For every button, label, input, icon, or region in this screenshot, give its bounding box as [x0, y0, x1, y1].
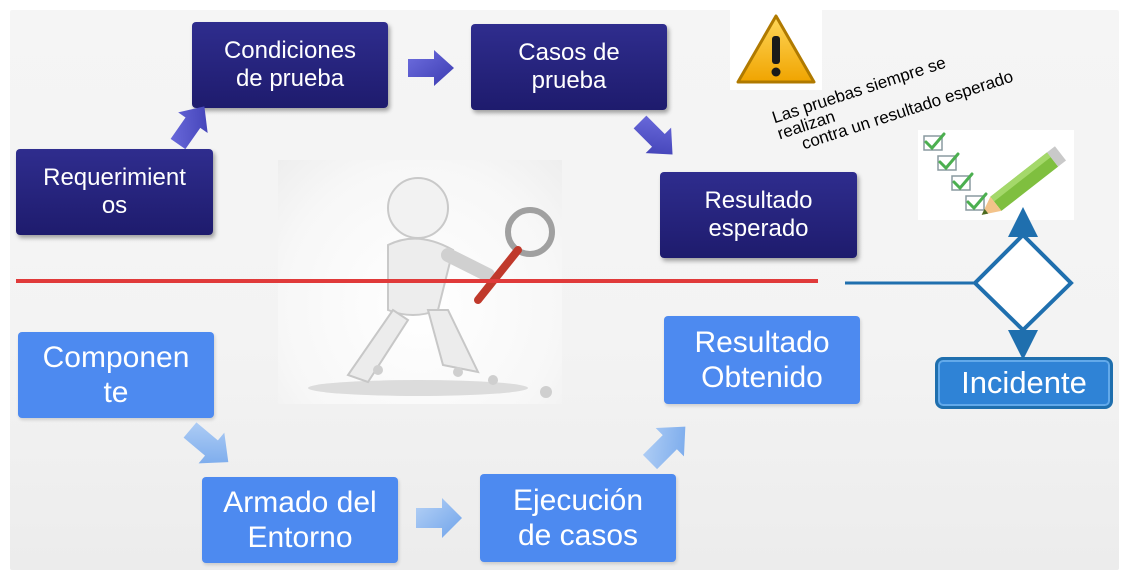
- box-condiciones-de-prueba: Condiciones de prueba: [192, 22, 388, 108]
- box-requerimientos: Requerimient os: [16, 149, 213, 235]
- box-casos-de-prueba: Casos de prueba: [471, 24, 667, 110]
- box-ejecucion-de-casos: Ejecución de casos: [480, 474, 676, 562]
- decision-diamond: [972, 232, 1074, 333]
- arrow-armado-to-ejecucion: [416, 498, 462, 538]
- arrow-componente-to-armado: [183, 422, 229, 464]
- box-resultado-obtenido: Resultado Obtenido: [664, 316, 860, 404]
- checklist-icon: [918, 130, 1074, 220]
- box-armado-del-entorno: Armado del Entorno: [202, 477, 398, 563]
- box-resultado-esperado: Resultado esperado: [660, 172, 857, 258]
- warning-icon: [730, 10, 822, 90]
- box-componente: Componen te: [18, 332, 214, 418]
- arrow-condiciones-to-casos: [408, 50, 454, 86]
- box-incidente: Incidente: [935, 357, 1113, 409]
- arrow-casos-to-resultado: [633, 115, 673, 155]
- arrow-ejecucion-to-obtenido: [642, 426, 686, 470]
- arrow-req-to-condiciones: [170, 106, 208, 150]
